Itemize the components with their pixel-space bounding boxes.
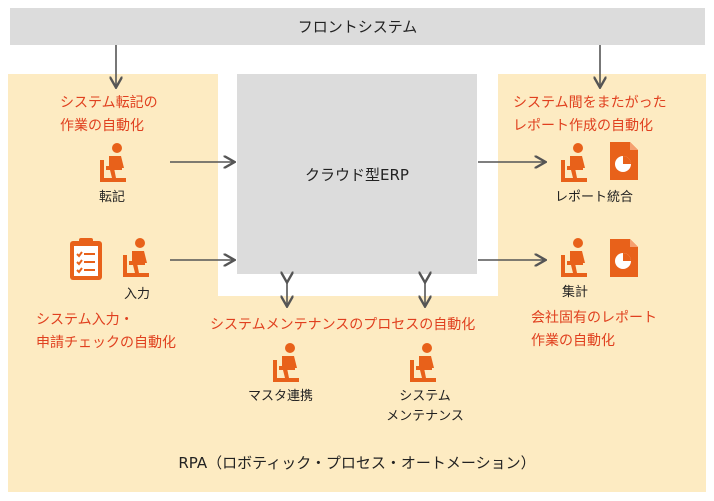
person-at-desk-icon <box>561 143 587 182</box>
system-label-line2: メンテナンス <box>386 409 464 424</box>
person-at-desk-icon <box>410 343 436 382</box>
person-at-desk-icon <box>123 238 149 277</box>
input-heading-line2: 申請チェックの自動化 <box>36 335 176 351</box>
transfer-label: 転記 <box>99 190 126 205</box>
master-label: マスタ連携 <box>248 389 314 404</box>
input-label: 入力 <box>124 287 151 302</box>
system-maintenance-label: システム メンテナンス <box>370 387 480 427</box>
aggregate-heading-line2: 作業の自動化 <box>531 333 615 349</box>
transfer-heading-line2: 作業の自動化 <box>60 118 144 134</box>
front-system-box: フロントシステム <box>10 8 705 45</box>
system-label-line1: システム <box>399 389 451 404</box>
rpa-label: RPA（ロボティック・プロセス・オートメーション） <box>178 454 536 472</box>
person-at-desk-icon <box>273 343 299 382</box>
report-label: レポート統合 <box>555 190 634 205</box>
front-system-label: フロントシステム <box>297 18 418 36</box>
cloud-erp-box: クラウド型ERP <box>237 74 477 274</box>
aggregate-label: 集計 <box>562 285 589 300</box>
aggregate-heading: 会社固有のレポート 作業の自動化 <box>531 307 657 353</box>
report-heading-line1: システム間をまたがった <box>513 95 667 111</box>
maintenance-heading: システムメンテナンスのプロセスの自動化 <box>210 317 476 333</box>
person-at-desk-icon <box>100 143 126 182</box>
input-heading-line1: システム入力・ <box>36 312 134 328</box>
pie-chart-document-icon <box>610 239 638 277</box>
clipboard-checklist-icon <box>70 238 102 280</box>
transfer-heading-line1: システム転記の <box>60 95 158 111</box>
report-heading: システム間をまたがった レポート作成の自動化 <box>513 92 667 138</box>
input-heading: システム入力・ 申請チェックの自動化 <box>36 309 176 355</box>
transfer-heading: システム転記の 作業の自動化 <box>60 92 158 138</box>
report-heading-line2: レポート作成の自動化 <box>513 118 653 134</box>
cloud-erp-label: クラウド型ERP <box>305 165 409 184</box>
aggregate-heading-line1: 会社固有のレポート <box>531 310 657 326</box>
pie-chart-document-icon <box>610 142 638 180</box>
person-at-desk-icon <box>561 238 587 277</box>
